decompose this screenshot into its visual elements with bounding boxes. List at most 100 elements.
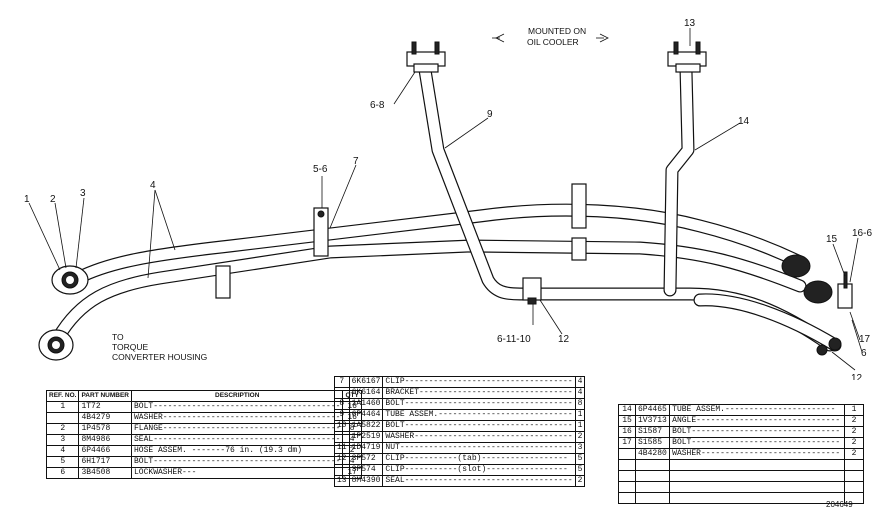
qty-cell xyxy=(844,459,864,471)
qty-cell: 4 xyxy=(574,376,586,388)
ref-cell: 8 xyxy=(334,398,350,410)
description-cell: FLANGE----------------------------------… xyxy=(130,423,344,435)
description-cell: ANGLE------------------------------ xyxy=(669,415,845,427)
part-number-cell: 6K6167 xyxy=(348,376,384,388)
qty-cell xyxy=(844,492,864,504)
callout-15: 15 xyxy=(826,234,838,245)
note-mounted-line1: MOUNTED ON xyxy=(528,26,586,36)
description-cell: CLIP----------------------------------- xyxy=(382,376,576,388)
part-number-cell: 4B4280 xyxy=(634,448,671,460)
part-number-cell: 6P4466 xyxy=(78,445,132,457)
description-cell: CLIP-----------(tab)------------------ xyxy=(382,453,576,465)
table-row xyxy=(618,470,864,482)
qty-cell xyxy=(844,470,864,482)
ref-cell xyxy=(334,387,350,399)
part-number-cell: 3P574 xyxy=(348,464,384,476)
part-number-cell: S1585 xyxy=(634,437,671,449)
ref-cell: 6 xyxy=(45,467,80,479)
qty-cell: 2 xyxy=(574,431,586,443)
description-cell: BRACKET-------------------------------- xyxy=(382,387,576,399)
leader-lines xyxy=(28,28,863,371)
note-mounted-line2: OIL COOLER xyxy=(527,37,579,47)
parts-table-1-header: REF. NO. PART NUMBER DESCRIPTION QTY xyxy=(45,390,362,402)
callout-6-11-10: 6-11-10 xyxy=(497,334,531,345)
description-cell: WASHER----------------------------- xyxy=(669,448,845,460)
hose-assembly-diagram: 1 2 3 4 5-6 7 6-8 9 13 14 15 16-6 6-11-1… xyxy=(24,18,872,380)
ref-cell xyxy=(618,481,636,493)
table-row xyxy=(618,492,864,504)
callout-5-6: 5-6 xyxy=(313,164,328,175)
description-cell: BOLT------------------------------------… xyxy=(130,456,344,468)
header-part: PART NUMBER xyxy=(78,390,132,402)
ref-cell: 15 xyxy=(618,415,636,427)
flange-upper-left xyxy=(51,265,89,295)
callout-7: 7 xyxy=(353,156,359,167)
description-cell xyxy=(669,492,845,504)
part-number-cell: 1A5822 xyxy=(348,420,384,432)
ref-cell xyxy=(45,412,80,424)
ref-cell: 16 xyxy=(618,426,636,438)
description-cell: SEAL------------------------------------… xyxy=(130,434,344,446)
ref-cell xyxy=(618,448,636,460)
qty-cell: 1 xyxy=(574,420,586,432)
part-number-cell: 4B4279 xyxy=(78,412,132,424)
part-number-cell: 6K6164 xyxy=(348,387,384,399)
tube-assembly-14 xyxy=(663,63,842,352)
ref-cell: 10 xyxy=(334,420,350,432)
description-cell xyxy=(669,459,845,471)
ref-cell: 5 xyxy=(45,456,80,468)
qty-cell: 2 xyxy=(844,437,864,449)
callout-6-right: 6 xyxy=(861,348,867,359)
part-number-cell: 1T72 xyxy=(78,401,132,413)
callout-12-right: 12 xyxy=(851,373,863,380)
callout-9: 9 xyxy=(487,109,493,120)
callout-12-center: 12 xyxy=(558,334,570,345)
ref-cell: 7 xyxy=(334,376,350,388)
note-torque-line2: TORQUE xyxy=(112,342,149,352)
header-ref: REF. NO. xyxy=(45,390,80,402)
qty-cell: 1 xyxy=(844,404,864,416)
part-number-cell: 8M4986 xyxy=(78,434,132,446)
ref-cell: 14 xyxy=(618,404,636,416)
ref-cell xyxy=(618,470,636,482)
ref-cell: 1 xyxy=(45,401,80,413)
ref-cell: 12 xyxy=(334,453,350,465)
ref-cell: 3 xyxy=(45,434,80,446)
ref-cell: 11 xyxy=(334,442,350,454)
description-cell: TUBE ASSEM.---------------------------- xyxy=(382,409,576,421)
part-number-cell: 1A1460 xyxy=(348,398,384,410)
bracket-clip-mid xyxy=(571,183,587,261)
callout-17: 17 xyxy=(859,334,871,345)
clip-12-center xyxy=(522,277,542,305)
description-cell: HOSE ASSEM. -------76 in. (19.3 dm) xyxy=(130,445,344,457)
description-cell: BOLT----------------------------------- xyxy=(382,420,576,432)
table-row xyxy=(618,459,864,471)
callout-14: 14 xyxy=(738,116,750,127)
ref-cell xyxy=(618,459,636,471)
part-number-cell xyxy=(634,481,671,493)
description-cell: NUT------------------------------------ xyxy=(382,442,576,454)
part-number-cell: 6P4465 xyxy=(634,404,671,416)
oil-cooler-connector-right xyxy=(667,41,707,73)
part-number-cell: 1V3713 xyxy=(634,415,671,427)
bracket-clip-left xyxy=(215,265,231,299)
callout-4: 4 xyxy=(150,180,156,191)
ref-cell xyxy=(618,492,636,504)
description-cell: CLIP-----------(slot)----------------- xyxy=(382,464,576,476)
qty-cell: 1 xyxy=(574,409,586,421)
part-number-cell: 3B4508 xyxy=(78,467,132,479)
callout-6-8: 6-8 xyxy=(370,100,385,111)
right-fitting xyxy=(781,254,853,356)
